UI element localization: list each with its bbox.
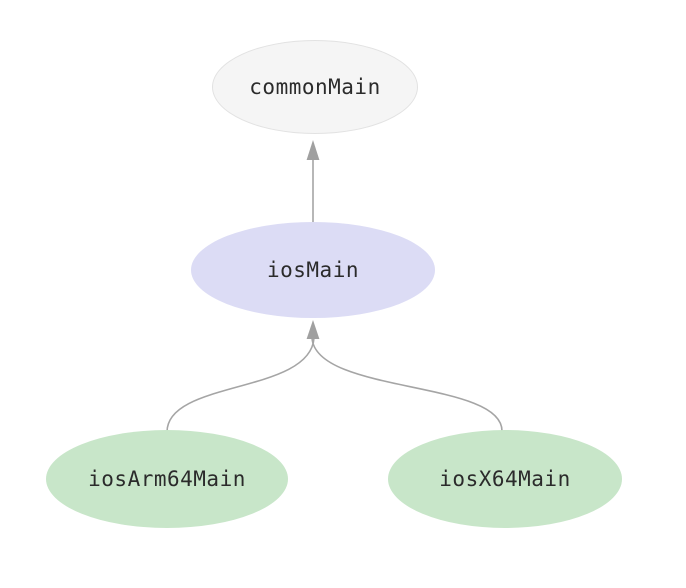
node-commonmain: commonMain	[212, 40, 418, 134]
node-iosx64main: iosX64Main	[388, 430, 622, 528]
edge-iosarm64main-to-iosmain	[166, 337, 315, 433]
node-commonmain-label: commonMain	[249, 75, 381, 99]
node-iosarm64main: iosArm64Main	[46, 430, 288, 528]
arrowhead-up-icon	[306, 140, 320, 160]
edge-iosx64main-to-iosmain	[311, 337, 503, 432]
node-iosmain-label: iosMain	[266, 258, 359, 282]
node-iosx64main-label: iosX64Main	[439, 467, 571, 491]
arrowhead-up-icon	[306, 320, 320, 339]
node-iosmain: iosMain	[191, 222, 435, 318]
node-iosarm64main-label: iosArm64Main	[88, 467, 246, 491]
